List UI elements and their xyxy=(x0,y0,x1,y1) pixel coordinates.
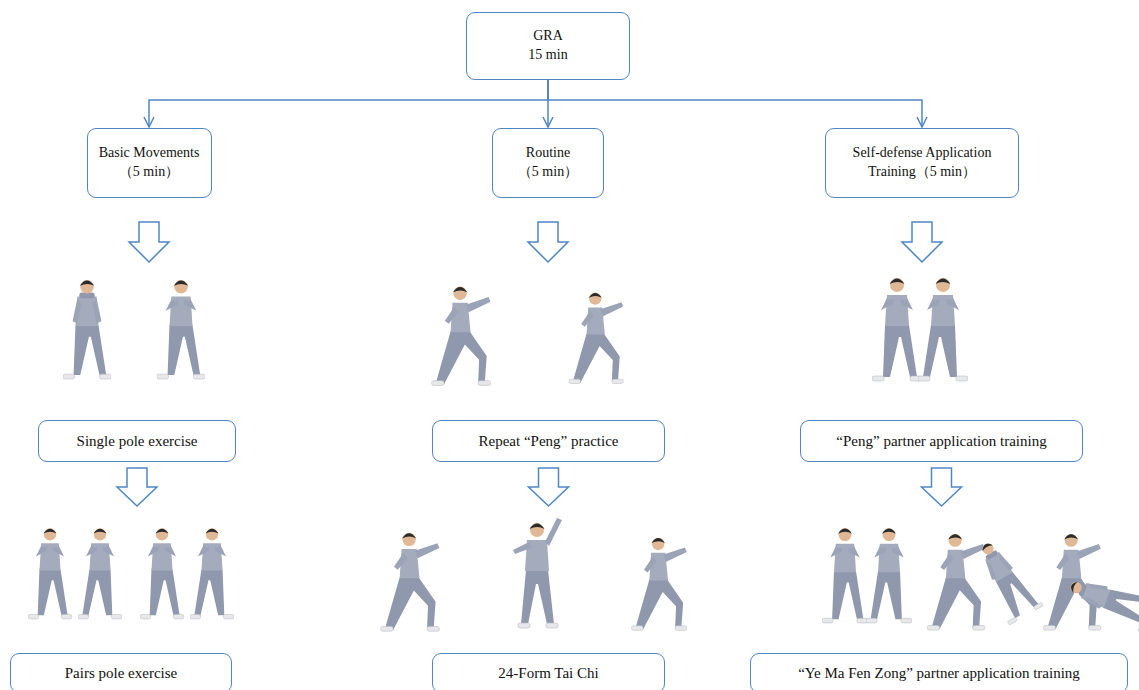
node-text: Pairs pole exercise xyxy=(65,663,177,683)
node-text: Routine xyxy=(526,144,570,163)
node-text: （5 min） xyxy=(518,163,578,182)
hollow-arrow xyxy=(129,222,169,262)
node-text: 15 min xyxy=(528,46,567,65)
exercise-box: 24-Form Tai Chi xyxy=(432,653,665,690)
node-text: 24-Form Tai Chi xyxy=(498,663,598,683)
category-box: Routine（5 min） xyxy=(492,128,604,198)
node-text: Basic Movements xyxy=(99,144,200,163)
node-text: （5 min） xyxy=(119,163,179,182)
category-box: Basic Movements（5 min） xyxy=(87,128,212,198)
node-text: Single pole exercise xyxy=(77,431,198,451)
tree-connector xyxy=(149,80,548,127)
hollow-arrow xyxy=(528,222,568,262)
hollow-arrow xyxy=(529,468,569,506)
exercise-box: Repeat “Peng” practice xyxy=(432,420,665,462)
exercise-box: Pairs pole exercise xyxy=(10,653,232,690)
hollow-arrow xyxy=(902,222,942,262)
category-box: Self-defense Application Training（5 min） xyxy=(825,128,1019,198)
tree-connector xyxy=(548,80,922,127)
exercise-box: “Peng” partner application training xyxy=(800,420,1083,462)
exercise-box: “Ye Ma Fen Zong” partner application tra… xyxy=(750,653,1128,690)
hollow-arrow xyxy=(117,468,157,506)
node-text: Repeat “Peng” practice xyxy=(479,431,619,451)
exercise-box: Single pole exercise xyxy=(38,420,236,462)
node-text: Self-defense Application Training（5 min） xyxy=(836,144,1008,182)
root-box: GRA15 min xyxy=(466,12,630,80)
node-text: GRA xyxy=(533,27,563,46)
node-text: “Ye Ma Fen Zong” partner application tra… xyxy=(798,663,1080,683)
hollow-arrow xyxy=(922,468,962,506)
node-text: “Peng” partner application training xyxy=(836,431,1046,451)
